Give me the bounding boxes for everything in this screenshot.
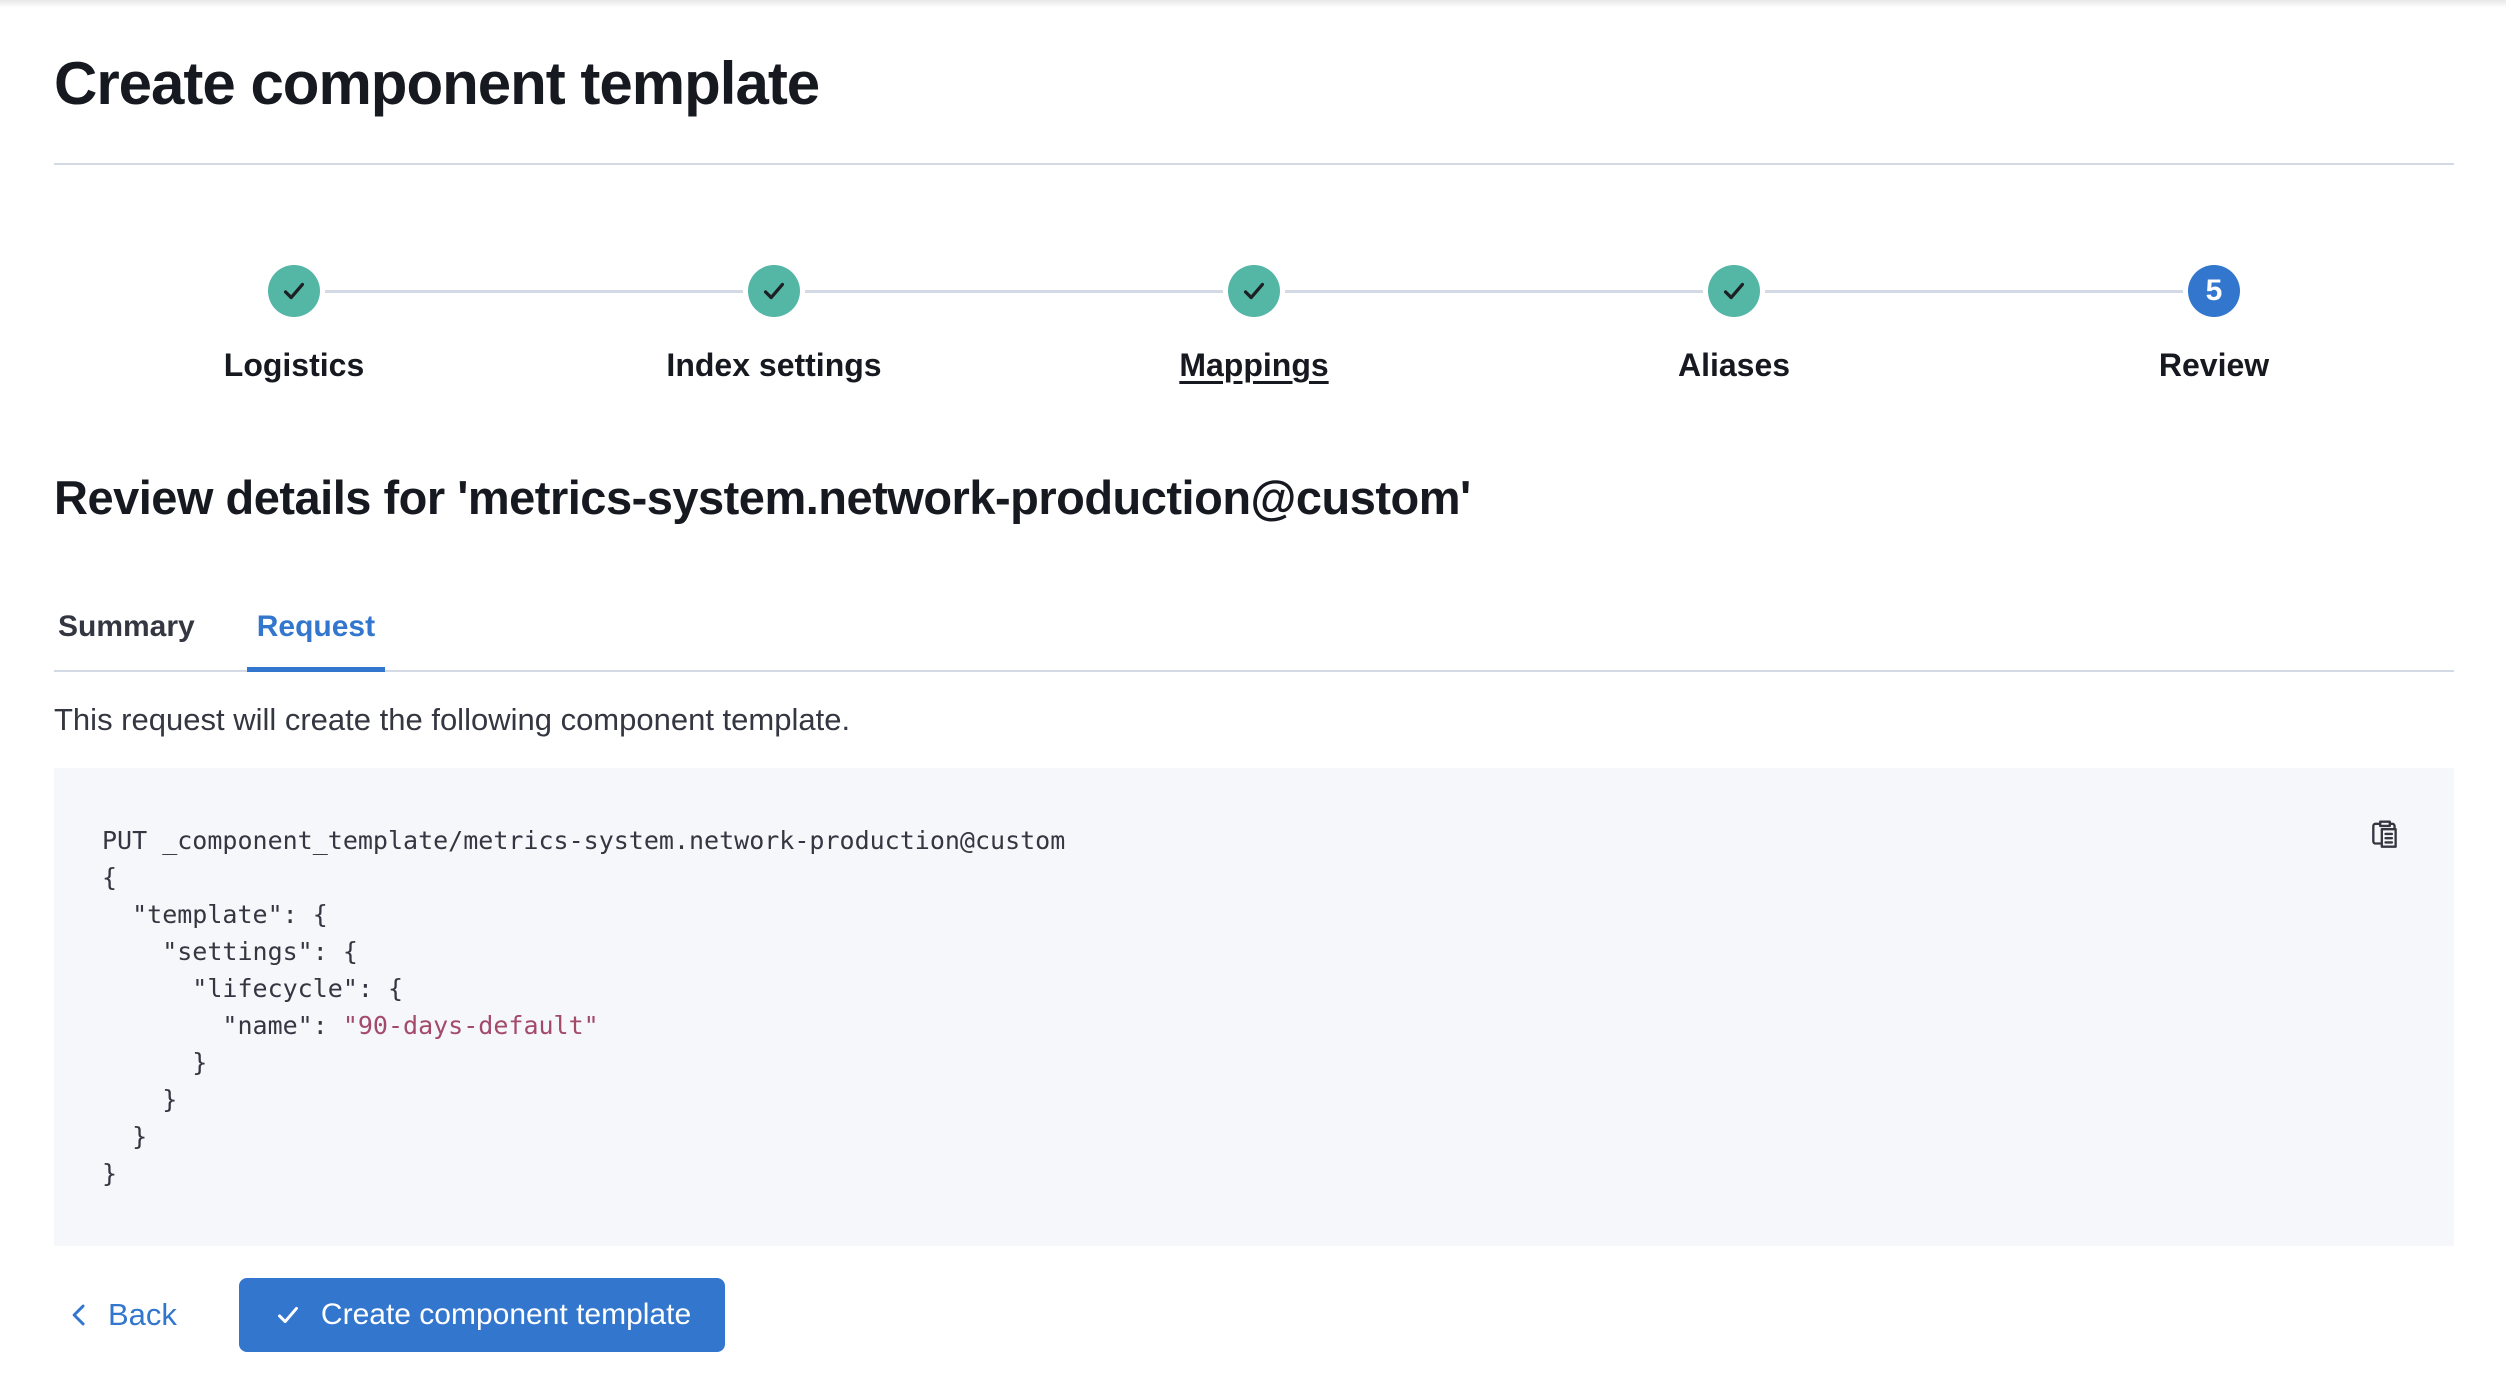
check-icon xyxy=(1719,276,1749,306)
tab-request[interactable]: Request xyxy=(246,596,386,672)
step-number: 5 xyxy=(2205,274,2223,307)
check-icon xyxy=(1239,276,1269,306)
check-icon xyxy=(279,276,309,306)
check-icon xyxy=(273,1300,303,1330)
code-line: } xyxy=(102,1085,178,1114)
step-label[interactable]: Index settings xyxy=(666,347,882,383)
title-divider xyxy=(54,163,2454,165)
back-button-label: Back xyxy=(108,1297,177,1332)
copy-clipboard-icon[interactable] xyxy=(2368,818,2402,852)
code-line: { xyxy=(102,863,118,892)
code-line: PUT _component_template/metrics-system.n… xyxy=(102,826,1066,855)
step-circle: 5 xyxy=(2188,265,2240,317)
review-heading: Review details for 'metrics-system.netwo… xyxy=(54,471,1471,524)
tab-summary[interactable]: Summary xyxy=(54,596,199,670)
code-line: "name": "90-days-default" xyxy=(102,1011,599,1040)
wizard-footer: Back Create component template xyxy=(54,1278,2454,1352)
step-circle[interactable] xyxy=(1708,265,1760,317)
code-line: "template": { xyxy=(102,900,328,929)
step-review: 5 Review xyxy=(1974,265,2454,384)
step-index-settings: Index settings xyxy=(534,265,1014,384)
step-circle[interactable] xyxy=(268,265,320,317)
step-aliases: Aliases xyxy=(1494,265,1974,384)
step-circle[interactable] xyxy=(1228,265,1280,317)
code-line: "settings": { xyxy=(102,937,358,966)
review-tabs: Summary Request xyxy=(54,596,2454,672)
request-code-block: PUT _component_template/metrics-system.n… xyxy=(54,768,2454,1246)
create-button-label: Create component template xyxy=(320,1298,692,1331)
code-line: } xyxy=(102,1159,118,1188)
step-label[interactable]: Aliases xyxy=(1677,347,1791,383)
step-mappings: Mappings xyxy=(1014,265,1494,384)
step-circle[interactable] xyxy=(748,265,800,317)
back-button[interactable]: Back xyxy=(66,1297,177,1333)
chevron-left-icon xyxy=(66,1302,92,1328)
code-line: } xyxy=(102,1122,148,1151)
step-label[interactable]: Logistics xyxy=(223,347,365,383)
code-line: } xyxy=(102,1048,208,1077)
check-icon xyxy=(759,276,789,306)
create-component-template-page: Create component template Logistics Inde… xyxy=(0,9,2506,1352)
request-description: This request will create the following c… xyxy=(54,702,851,737)
create-component-template-button[interactable]: Create component template xyxy=(238,1278,726,1352)
code-lines: PUT _component_template/metrics-system.n… xyxy=(102,822,2406,1192)
step-logistics: Logistics xyxy=(54,265,534,384)
code-line: "lifecycle": { xyxy=(102,974,404,1003)
step-label[interactable]: Mappings xyxy=(1179,347,1329,383)
window-top-edge xyxy=(0,0,2506,9)
step-label: Review xyxy=(2158,347,2270,383)
page-title: Create component template xyxy=(54,50,820,117)
step-indicator: Logistics Index settings Mappings xyxy=(54,265,2454,384)
